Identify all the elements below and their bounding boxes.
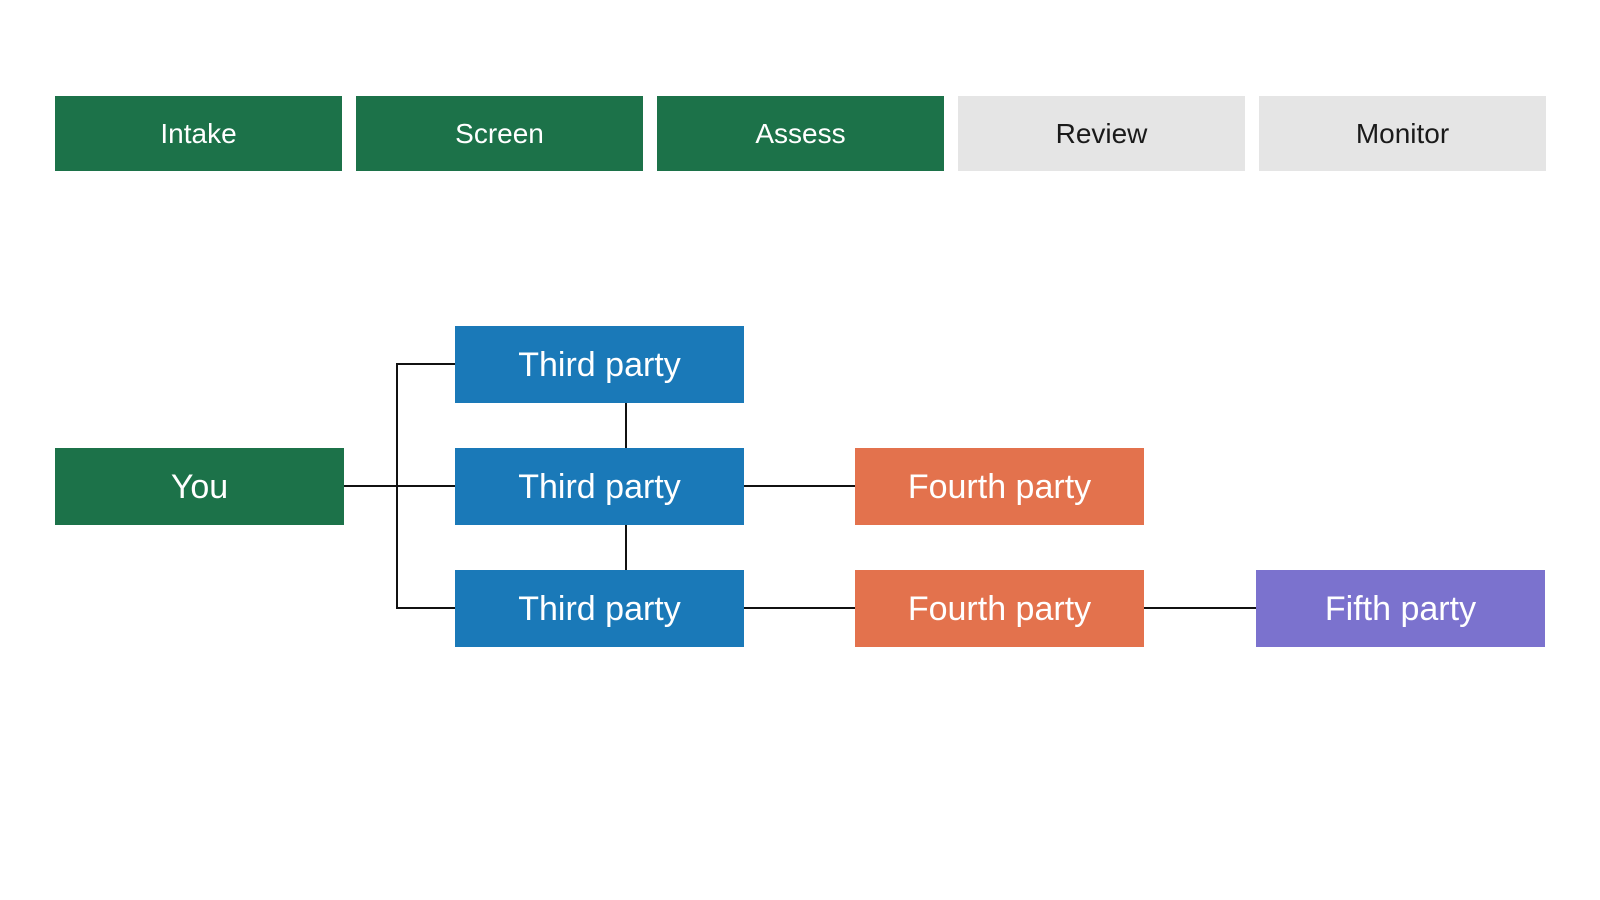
node-third-party-3: Third party <box>455 570 744 647</box>
connector-third-party-trunk <box>396 363 398 609</box>
node-fifth-party-1: Fifth party <box>1256 570 1545 647</box>
node-third-party-1: Third party <box>455 326 744 403</box>
connector-trunk-to-third-party-3 <box>396 607 455 609</box>
connector-third-party-2-to-3 <box>625 525 627 570</box>
stage-tab-monitor[interactable]: Monitor <box>1259 96 1546 171</box>
stage-tab-review[interactable]: Review <box>958 96 1245 171</box>
stage-tab-screen[interactable]: Screen <box>356 96 643 171</box>
node-fourth-party-1: Fourth party <box>855 448 1144 525</box>
connector-fourth-party-2-to-fifth-party-1 <box>1144 607 1256 609</box>
stage-tab-assess[interactable]: Assess <box>657 96 944 171</box>
node-third-party-2: Third party <box>455 448 744 525</box>
connector-third-party-2-to-fourth-party-1 <box>744 485 855 487</box>
connector-third-party-3-to-fourth-party-2 <box>744 607 855 609</box>
connector-trunk-to-third-party-1 <box>396 363 455 365</box>
stage-tab-intake[interactable]: Intake <box>55 96 342 171</box>
node-you: You <box>55 448 344 525</box>
node-fourth-party-2: Fourth party <box>855 570 1144 647</box>
connector-you-to-third-party-row <box>344 485 455 487</box>
connector-third-party-1-to-2 <box>625 403 627 448</box>
